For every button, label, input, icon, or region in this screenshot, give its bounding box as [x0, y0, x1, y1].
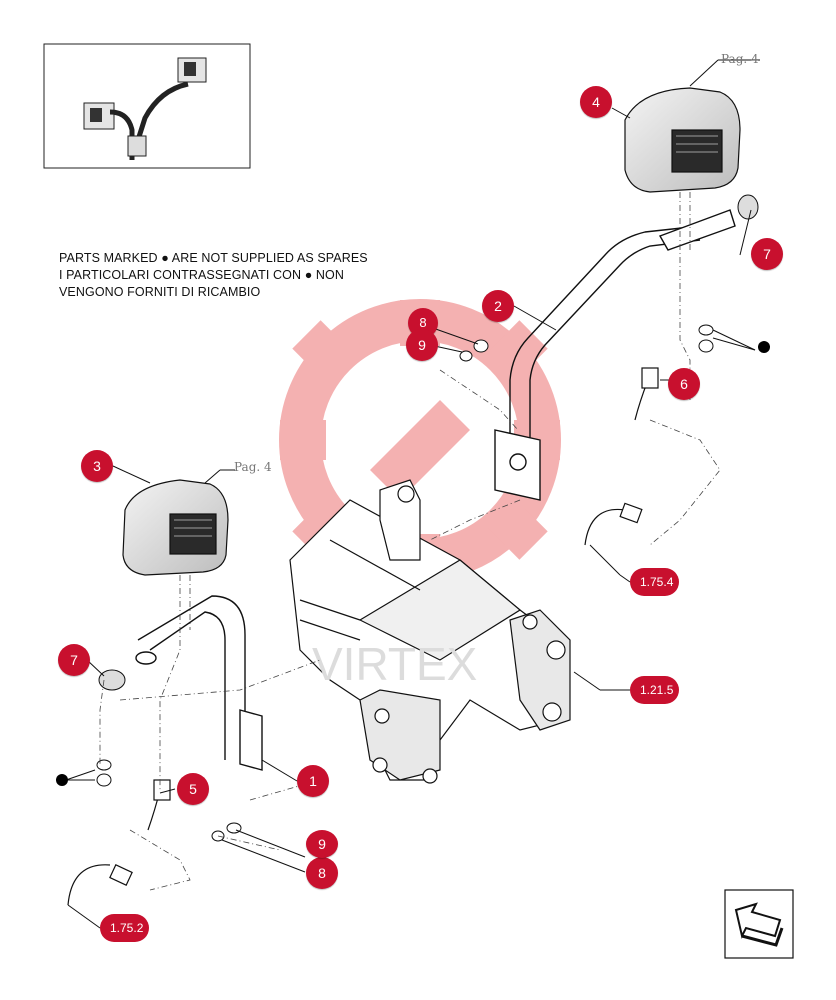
front-support-frame: [289, 479, 571, 784]
right-cap: [737, 194, 759, 220]
leader-lines: [65, 59, 760, 929]
note-line-3: VENGONO FORNITI DI RICAMBIO: [59, 285, 261, 299]
callout-9-bottom[interactable]: 9: [306, 830, 338, 858]
callout-6[interactable]: 6: [668, 368, 700, 400]
wiring: [67, 367, 659, 906]
page-ref-left-lamp[interactable]: Pag. 4: [234, 460, 272, 474]
callout-2[interactable]: 2: [482, 290, 514, 322]
ref-badge-1754[interactable]: 1.75.4: [630, 568, 680, 596]
left-work-lamp: [122, 479, 229, 576]
callout-1[interactable]: 1: [297, 765, 329, 797]
watermark-text: VIRTEX: [312, 638, 477, 690]
note-line-2: I PARTICOLARI CONTRASSEGNATI CON ● NON: [59, 268, 344, 282]
callout-8-bottom[interactable]: 8: [306, 857, 338, 889]
right-work-lamp: [624, 87, 741, 193]
page-ref-right-lamp[interactable]: Pag. 4: [721, 52, 759, 66]
callout-9-top[interactable]: 9: [406, 329, 438, 361]
left-cap: [98, 669, 126, 691]
callout-7-left[interactable]: 7: [58, 644, 90, 676]
note-line-1: PARTS MARKED ● ARE NOT SUPPLIED AS SPARE…: [59, 251, 368, 265]
ref-badge-215[interactable]: 1.21.5: [630, 676, 680, 704]
right-lamp-arm: [494, 209, 736, 501]
inset-view: [43, 43, 251, 169]
callout-4[interactable]: 4: [580, 86, 612, 118]
callout-5[interactable]: 5: [177, 773, 209, 805]
black-dot-icon: [56, 774, 68, 786]
callout-3[interactable]: 3: [81, 450, 113, 482]
left-lamp-arm: [135, 595, 263, 771]
callout-7-right[interactable]: 7: [751, 238, 783, 270]
fasteners: [96, 324, 714, 842]
next-page-arrow-icon[interactable]: [724, 889, 794, 959]
assembly-guides: [99, 192, 721, 891]
ref-badge-1752[interactable]: 1.75.2: [100, 914, 150, 942]
black-dot-icon: [758, 341, 770, 353]
